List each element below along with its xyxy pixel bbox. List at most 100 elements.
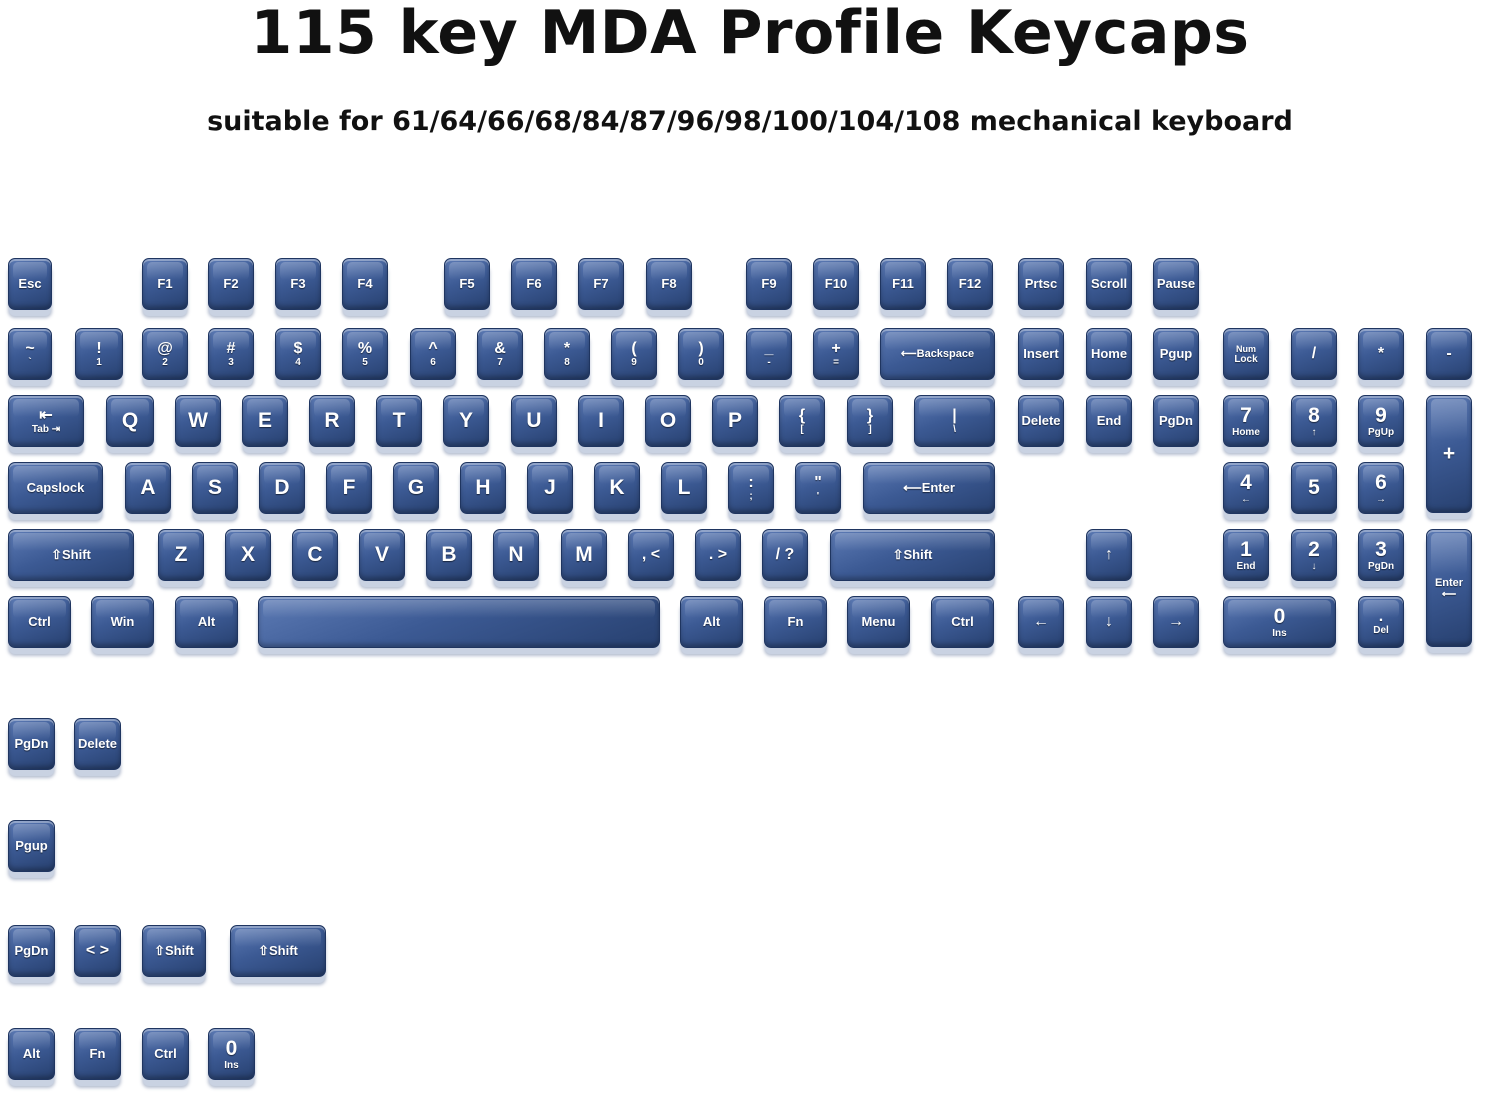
keycap-j: J xyxy=(527,462,573,514)
keycap-n: N xyxy=(493,529,539,581)
keycap-comma: , < xyxy=(628,529,674,581)
keycap-legend: Alt xyxy=(22,1046,41,1061)
keycap-legend: - xyxy=(1446,345,1452,362)
keycap-delete: Delete xyxy=(1018,395,1064,447)
keycap-legend: U xyxy=(526,409,542,432)
keycap-k3: #3 xyxy=(208,328,254,380)
keycap-legend: { xyxy=(798,406,806,424)
keycap-x-alt: Alt xyxy=(8,1028,55,1080)
keycap-legend: 6 xyxy=(1375,470,1387,494)
keycap-sub-legend: Home xyxy=(1232,426,1260,438)
keycap-sub-legend: ↓ xyxy=(1311,560,1317,572)
keycap-pgup: Pgup xyxy=(1153,328,1199,380)
keycap-legend: ! xyxy=(96,339,102,357)
keycap-f8: F8 xyxy=(646,258,692,310)
keycap-sub-legend: ⟵ xyxy=(1441,588,1457,600)
keycap-legend: ← xyxy=(1033,613,1049,630)
keycap-legend: Delete xyxy=(1021,413,1061,428)
keycap-legend: 7 xyxy=(1240,403,1252,427)
keycap-legend: F12 xyxy=(958,276,982,291)
keycap-x-pgdn-1: PgDn xyxy=(8,718,55,770)
keycap-legend: I xyxy=(598,409,604,432)
keycap-legend: 1 xyxy=(1240,537,1252,561)
keycap-h: H xyxy=(460,462,506,514)
keycap-legend: → xyxy=(1168,613,1184,630)
keycap-slash: / ? xyxy=(762,529,808,581)
keycap-k1: !1 xyxy=(75,328,123,380)
keycap-np-plus: + xyxy=(1426,395,1472,513)
keycap-home: Home xyxy=(1086,328,1132,380)
keycap-c: C xyxy=(292,529,338,581)
keycap-legend: Alt xyxy=(702,614,721,629)
keycap-lalt: Alt xyxy=(175,596,238,648)
page-title: 115 key MDA Profile Keycaps xyxy=(250,0,1250,68)
keycap-legend: Fn xyxy=(89,1046,106,1061)
keycap-legend: X xyxy=(240,543,255,566)
keycap-f4: F4 xyxy=(342,258,388,310)
keycap-x-shift-2: ⇧Shift xyxy=(230,925,326,977)
keycap-legend: Q xyxy=(121,409,139,432)
keycap-np-del: .Del xyxy=(1358,596,1404,648)
keycap-right: → xyxy=(1153,596,1199,648)
keycap-legend: L xyxy=(677,476,691,499)
keycap-np8: 8↑ xyxy=(1291,395,1337,447)
keycap-f5: F5 xyxy=(444,258,490,310)
keycap-legend: < > xyxy=(85,942,110,959)
keycap-legend: Ctrl xyxy=(154,1046,177,1061)
keycap-np4: 4← xyxy=(1223,462,1269,514)
keycap-legend: 8 xyxy=(1308,403,1320,427)
keycap-f6: F6 xyxy=(511,258,557,310)
keycap-legend: * xyxy=(1377,345,1385,362)
keycap-legend: H xyxy=(475,476,491,499)
keycap-sub-legend: 6 xyxy=(430,356,436,368)
keycap-legend: 0 xyxy=(225,1036,238,1060)
keycap-legend: E xyxy=(257,409,272,432)
keycap-legend: F xyxy=(342,476,356,499)
keycap-f3: F3 xyxy=(275,258,321,310)
keycap-legend: Z xyxy=(174,543,188,566)
keycap-legend: F1 xyxy=(157,276,173,291)
keycap-minus: _- xyxy=(746,328,792,380)
keycap-legend: @ xyxy=(157,339,173,357)
keycap-legend: " xyxy=(814,473,822,491)
keycap-x: X xyxy=(225,529,271,581)
keycap-legend: F10 xyxy=(824,276,848,291)
keycap-sub-legend: = xyxy=(833,356,839,368)
keycap-legend: Esc xyxy=(18,276,42,291)
keycap-legend: | xyxy=(952,406,957,424)
keycap-sub-legend: ← xyxy=(1241,493,1251,505)
keycap-b: B xyxy=(426,529,472,581)
keycap-x-shift-1: ⇧Shift xyxy=(142,925,206,977)
keycap-np2: 2↓ xyxy=(1291,529,1337,581)
keycap-m: M xyxy=(561,529,607,581)
keycap-legend: Y xyxy=(458,409,473,432)
keycap-legend: Delete xyxy=(77,736,118,751)
keycap-sub-legend: ` xyxy=(28,356,32,368)
keycap-k8: *8 xyxy=(544,328,590,380)
keycap-legend: N xyxy=(508,543,524,566)
keycap-prtsc: Prtsc xyxy=(1018,258,1064,310)
keycap-equal: += xyxy=(813,328,859,380)
keycap-sub-legend: ] xyxy=(868,423,872,435)
keycap-legend: Capslock xyxy=(26,480,85,495)
keycap-sub-legend: PgUp xyxy=(1367,426,1395,438)
keycap-a: A xyxy=(125,462,171,514)
keycap-legend: ~ xyxy=(25,339,35,357)
keycap-legend: F9 xyxy=(761,276,777,291)
keycap-period: . > xyxy=(695,529,741,581)
keycap-legend: . xyxy=(1378,607,1384,625)
keycap-esc: Esc xyxy=(8,258,52,310)
keycap-legend: % xyxy=(357,339,373,357)
keycap-l: L xyxy=(661,462,707,514)
keycap-legend: B xyxy=(441,543,457,566)
keycap-g: G xyxy=(393,462,439,514)
keycap-k9: (9 xyxy=(611,328,657,380)
keycap-legend: # xyxy=(226,339,236,357)
keycap-legend: F8 xyxy=(661,276,677,291)
keycap-legend: & xyxy=(494,339,506,357)
